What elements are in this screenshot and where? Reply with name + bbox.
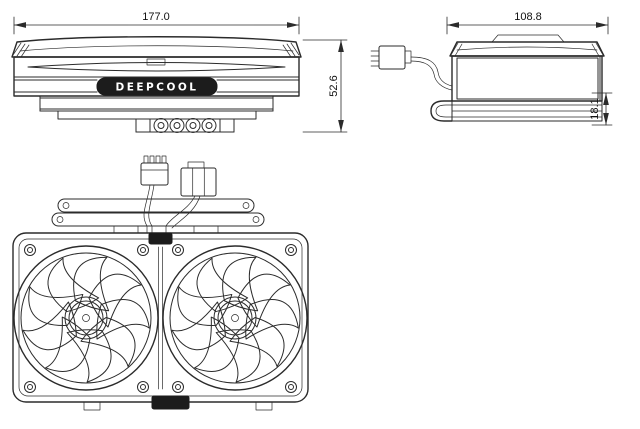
frame-top-badge	[148, 232, 173, 245]
front-fin-texture	[39, 97, 274, 110]
screw-hole	[24, 244, 36, 256]
hatch-marks-left	[450, 42, 463, 57]
right-fan	[162, 245, 308, 391]
left-fan	[13, 245, 159, 391]
power-connector	[180, 161, 217, 197]
side-fins	[451, 55, 603, 102]
top-view	[12, 155, 309, 411]
side-fan-cap	[449, 34, 605, 57]
left-fan-blades	[18, 248, 157, 389]
screw-hole	[137, 381, 149, 393]
hatch-marks-left	[12, 42, 30, 58]
screw-hole	[24, 381, 36, 393]
frame-bottom-badge	[151, 395, 190, 410]
fan-blade-edge	[27, 62, 286, 72]
hatch-marks-right	[282, 42, 300, 58]
screw-hole	[172, 244, 184, 256]
side-height-label: 18.1	[589, 98, 601, 119]
fan-connector-plug	[370, 45, 453, 91]
dim-side-width: 108.8	[446, 11, 609, 35]
front-fan-cap	[11, 36, 302, 58]
side-width-label: 108.8	[514, 11, 542, 23]
dim-front-height: 52.6	[302, 39, 348, 133]
side-view: 108.8	[370, 11, 613, 126]
dim-side-height: 18.1	[589, 92, 613, 126]
fan-cable-connector	[140, 155, 169, 186]
front-width-label: 177.0	[142, 11, 170, 23]
heatpipes-top	[51, 198, 265, 234]
logo-bar	[96, 77, 218, 96]
screw-hole	[285, 244, 297, 256]
front-heatpipes	[135, 118, 235, 133]
cooler-frame	[12, 232, 309, 411]
right-fan-blades	[167, 248, 306, 389]
hatch-marks-right	[591, 42, 604, 57]
front-body	[13, 56, 300, 97]
connector-wire	[410, 56, 453, 87]
right-fan-hub	[213, 296, 257, 340]
deepcool-logo: DEEPCOOL	[13, 77, 300, 96]
screw-holes	[24, 244, 297, 393]
side-fin-texture	[456, 57, 599, 100]
screw-hole	[285, 381, 297, 393]
left-fan-hub	[64, 296, 108, 340]
screw-hole	[137, 244, 149, 256]
front-height-label: 52.6	[328, 75, 340, 96]
screw-hole	[172, 381, 184, 393]
front-view: 177.0 DEEPCOOL	[11, 11, 348, 133]
front-heatsink	[39, 95, 274, 120]
logo-label: DEEPCOOL	[115, 82, 198, 94]
dim-front-width: 177.0	[13, 11, 300, 35]
side-base-heatpipes	[430, 100, 603, 122]
